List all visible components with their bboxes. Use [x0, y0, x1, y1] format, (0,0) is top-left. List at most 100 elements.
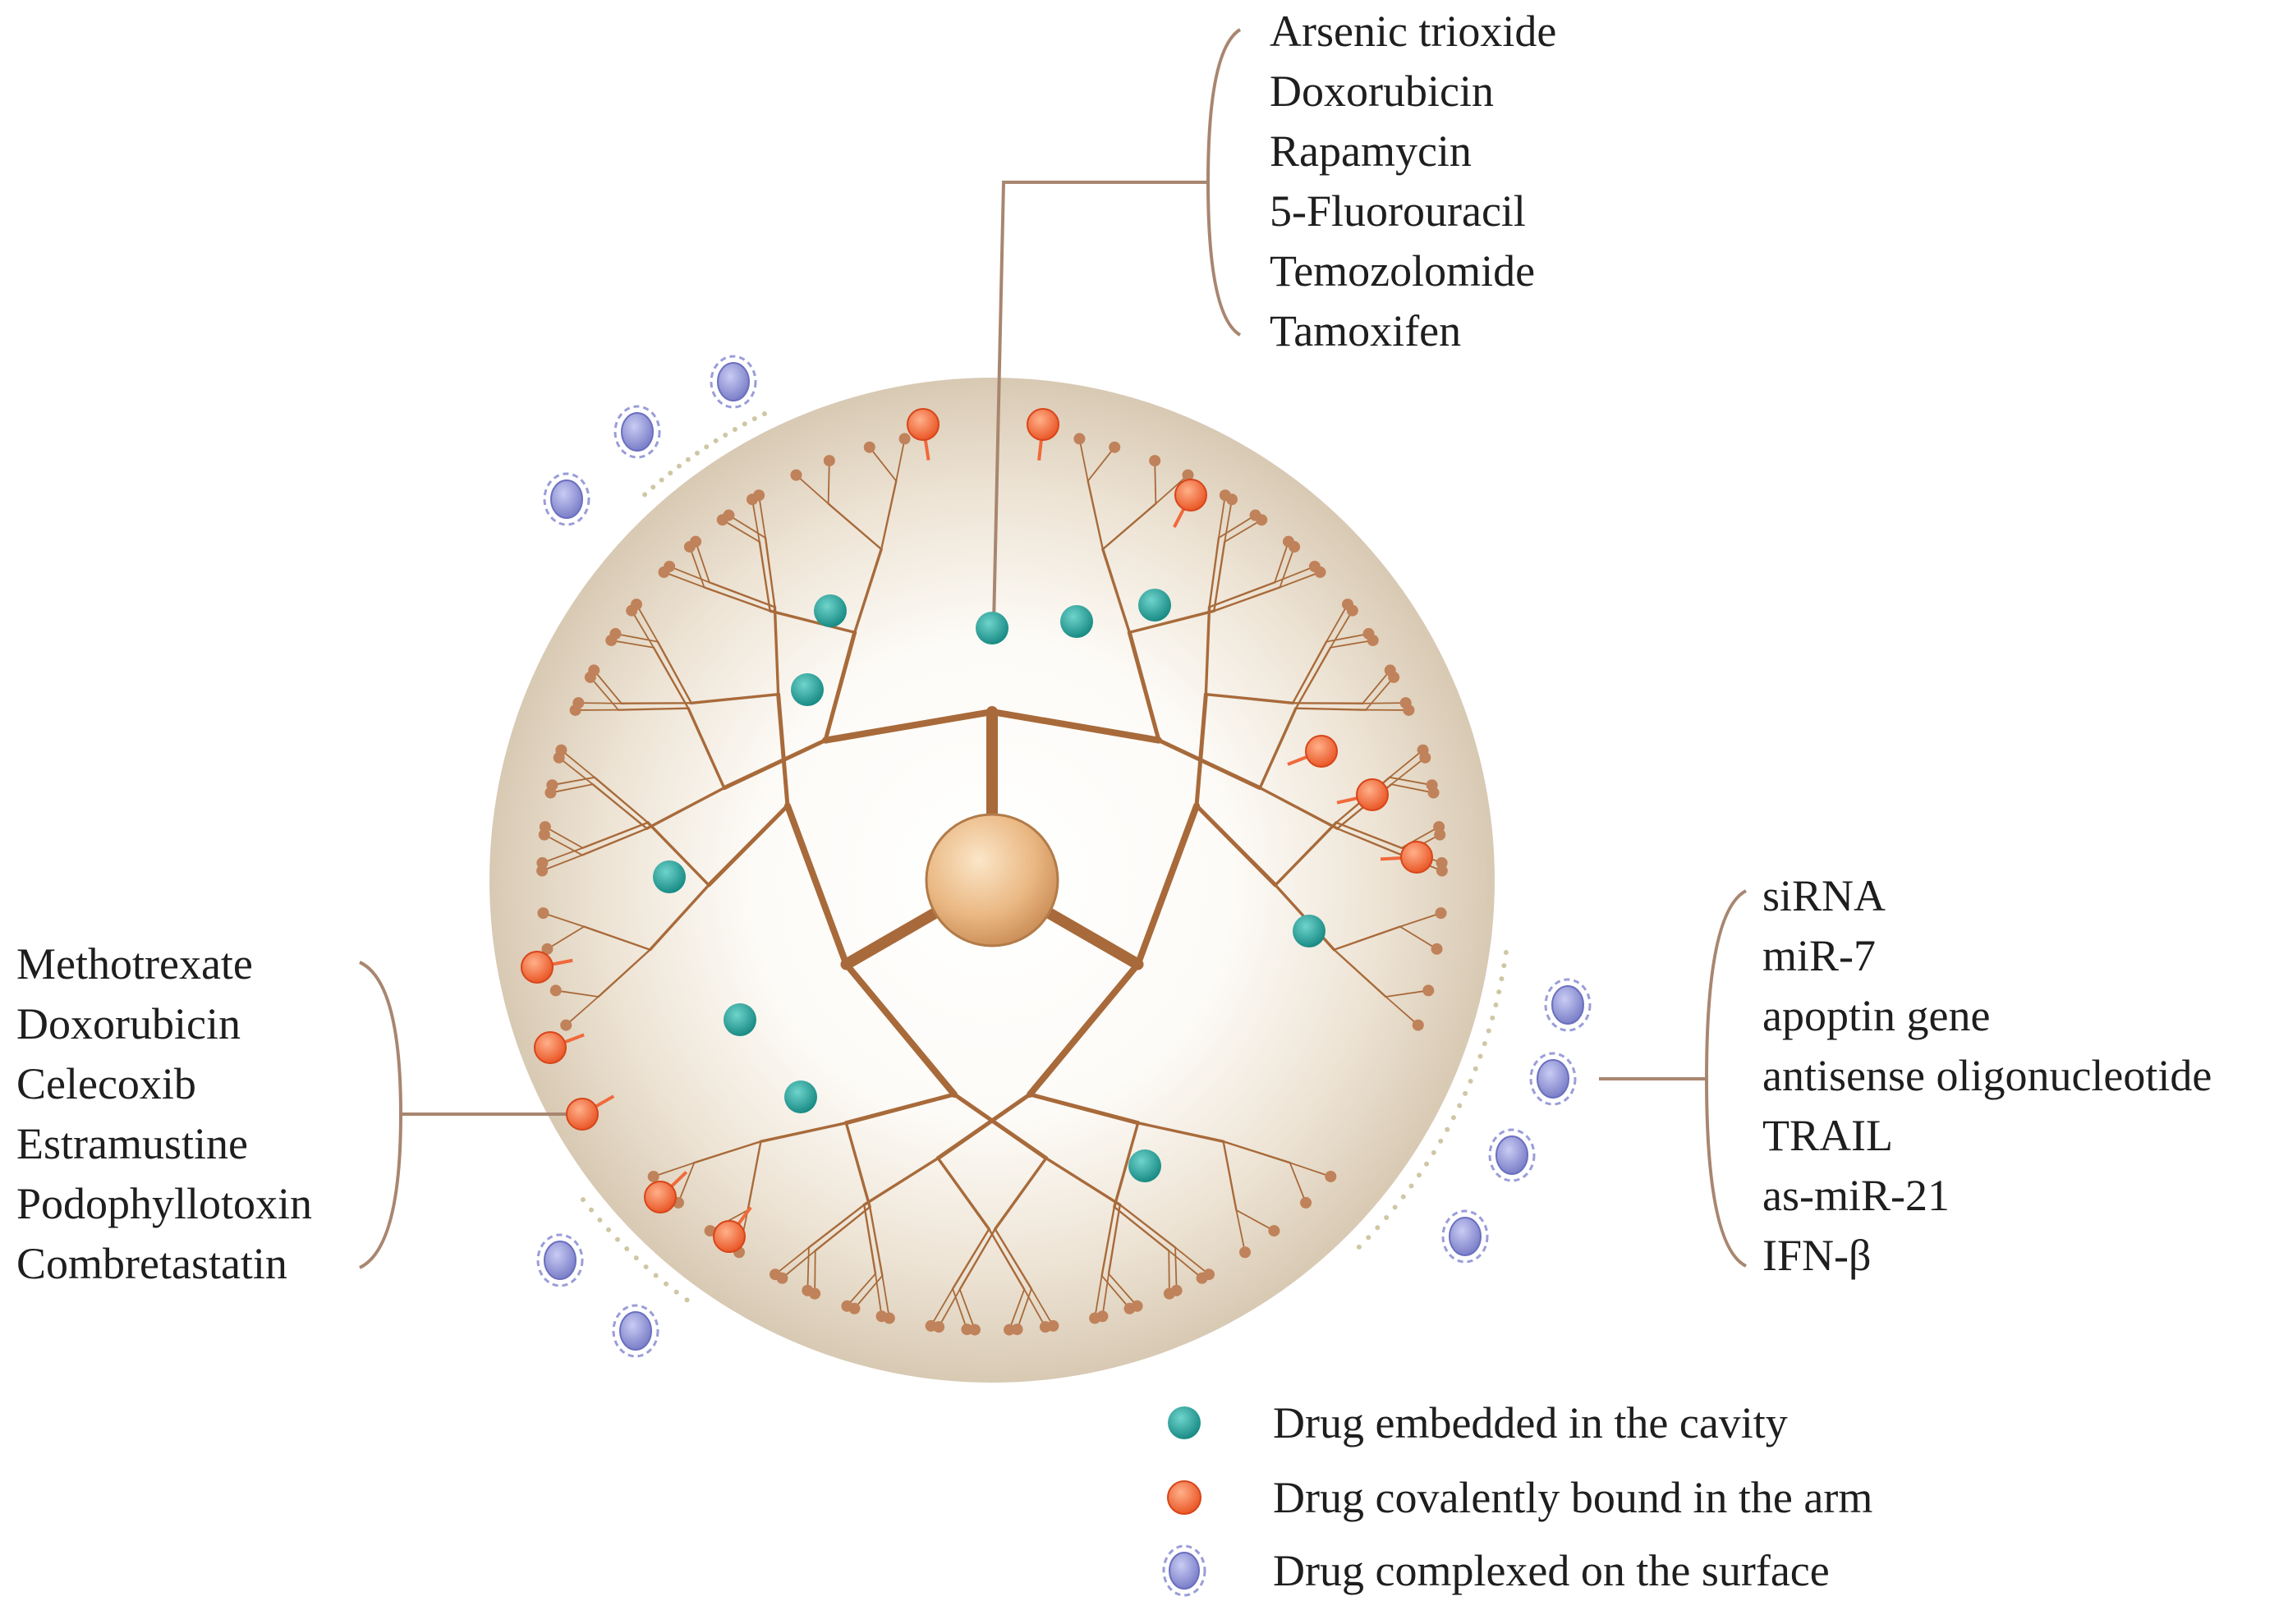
- drug-label: Combretastatin: [16, 1234, 312, 1294]
- surface-dot: [1457, 1103, 1462, 1108]
- branch-end-node: [969, 1324, 981, 1336]
- branch-end-node: [648, 1171, 659, 1182]
- legend-label: Drug complexed on the surface: [1273, 1545, 1830, 1596]
- surface-dot: [1438, 1139, 1443, 1144]
- branch-end-node: [536, 857, 548, 869]
- branch-end-node: [1096, 1310, 1108, 1322]
- branch-end-node: [723, 510, 734, 521]
- surface-dot: [677, 464, 682, 469]
- branch-end-node: [1283, 536, 1294, 548]
- surface-drug-core: [718, 363, 749, 401]
- surface-dot: [723, 433, 728, 438]
- surface-drug-core: [1537, 1060, 1569, 1098]
- surface-dot: [695, 451, 700, 456]
- legend-item-surface: Drug complexed on the surface: [1273, 1538, 1830, 1603]
- surface-dot: [1393, 1204, 1398, 1209]
- surface-drug-core: [620, 1312, 651, 1350]
- surface-dot: [1490, 1016, 1495, 1021]
- surface-dot: [1445, 1127, 1450, 1132]
- surface-dot: [1486, 1029, 1491, 1034]
- branch-end-node: [809, 1288, 820, 1300]
- branch-end-node: [1436, 857, 1448, 869]
- surface-dot: [1473, 1067, 1478, 1071]
- branch-end-node: [690, 536, 701, 548]
- drug-label: IFN-β: [1762, 1226, 2212, 1286]
- drug-label: Methotrexate: [16, 934, 312, 994]
- branch-end-node: [1132, 1301, 1143, 1312]
- surface-drug-core: [1450, 1218, 1481, 1255]
- branch-end-node: [1149, 455, 1160, 466]
- branch-end-node: [560, 1020, 572, 1031]
- legend-label: Drug covalently bound in the arm: [1273, 1472, 1872, 1523]
- surface-dot: [1375, 1225, 1380, 1230]
- branch-end-node: [1413, 1020, 1424, 1031]
- branch-end-node: [1417, 745, 1429, 756]
- surface-dot: [597, 1218, 602, 1223]
- drug-label: apoptin gene: [1762, 986, 2212, 1046]
- drug-label: as-miR-21: [1762, 1166, 2212, 1226]
- covalent-drug-icon: [645, 1181, 676, 1213]
- surface-drug-core: [544, 1241, 576, 1279]
- surface-dot: [624, 1246, 629, 1251]
- branch-end-node: [899, 433, 911, 444]
- covalent-drug-icon: [1401, 842, 1432, 873]
- branch-end-node: [1012, 1324, 1023, 1335]
- surface-drug-icon: [711, 356, 756, 407]
- surface-dot: [668, 470, 673, 475]
- surface-dot: [659, 478, 664, 483]
- surface-dot: [654, 1273, 659, 1278]
- surface-dot: [686, 457, 691, 462]
- surface-dot: [1482, 1041, 1487, 1046]
- covalent-drug-icon: [714, 1221, 745, 1252]
- cavity-drug-icon: [1060, 605, 1093, 638]
- surface-drug-core: [1552, 986, 1583, 1024]
- covalent-drugs-top-list: Arsenic trioxide Doxorubicin Rapamycin 5…: [1270, 2, 1556, 361]
- surface-dot: [1409, 1184, 1414, 1189]
- branch-end-node: [1268, 1225, 1280, 1236]
- branch-end-node: [537, 907, 549, 919]
- cavity-drug-icon: [653, 860, 686, 893]
- surface-dot: [733, 427, 737, 432]
- branch-end-node: [1250, 510, 1261, 521]
- drug-label: antisense oligonucleotide: [1762, 1046, 2212, 1106]
- surface-dot: [634, 1255, 639, 1260]
- surface-dot: [1384, 1215, 1389, 1220]
- branch-end-node: [1309, 561, 1321, 572]
- branch: [578, 703, 621, 704]
- covalent-drug-icon: [1357, 779, 1388, 810]
- surface-dot: [1504, 950, 1509, 955]
- surface-dot: [1463, 1091, 1468, 1096]
- covalent-drug-icon: [535, 1032, 566, 1063]
- legend-label: Drug embedded in the cavity: [1273, 1397, 1788, 1448]
- drug-label: Celecoxib: [16, 1054, 312, 1114]
- surface-drug-icon: [1546, 979, 1590, 1030]
- drug-label: miR-7: [1762, 926, 2212, 986]
- covalent-drug-icon: [567, 1099, 598, 1130]
- branch-end-node: [864, 442, 875, 453]
- branch-end-node: [1436, 907, 1447, 919]
- drug-label: Podophyllotoxin: [16, 1174, 312, 1234]
- surface-dot: [606, 1227, 611, 1232]
- annotation-connector: [360, 962, 401, 1268]
- surface-dot: [1366, 1235, 1371, 1240]
- annotation-connector: [1707, 891, 1746, 1266]
- surface-dot: [1431, 1150, 1436, 1155]
- surface-drug-core: [1496, 1136, 1528, 1174]
- branch-end-node: [631, 599, 642, 610]
- branch-end-node: [824, 455, 835, 466]
- surface-dot: [644, 1264, 649, 1269]
- surface-drugs-right-list: siRNA miR-7 apoptin gene antisense oligo…: [1762, 866, 2212, 1286]
- surface-drug-icon: [544, 474, 589, 525]
- surface-drug-core: [551, 480, 582, 518]
- drug-label: Estramustine: [16, 1114, 312, 1174]
- surface-dot: [1499, 976, 1504, 981]
- cavity-drug-icon: [976, 612, 1008, 645]
- branch-end-node: [546, 779, 558, 791]
- surface-dot: [674, 1290, 679, 1295]
- surface-dot: [581, 1197, 586, 1202]
- surface-dot: [1424, 1162, 1429, 1167]
- covalent-drug-icon: [1306, 736, 1337, 767]
- drug-label: 5-Fluorouracil: [1270, 181, 1556, 241]
- branch: [1362, 703, 1405, 704]
